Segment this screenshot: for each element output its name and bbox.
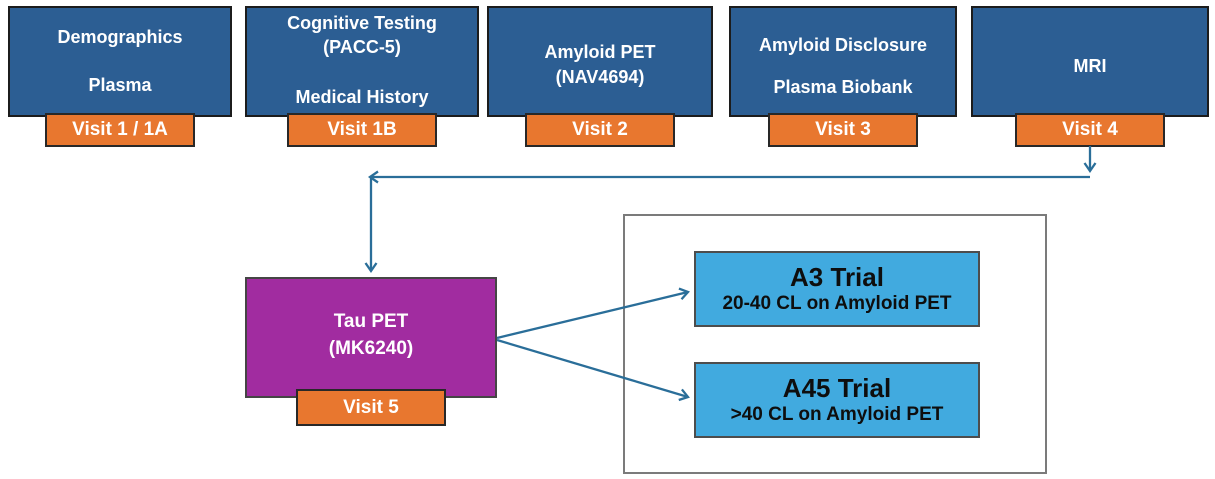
visit-box-cognitive-testing: Cognitive Testing (PACC-5) Medical Histo… bbox=[245, 6, 479, 147]
tau-pet-box: Tau PET (MK6240) Visit 5 bbox=[245, 277, 497, 426]
badge-visit-1b: Visit 1B bbox=[287, 113, 437, 147]
visit-box-mri: MRI Visit 4 bbox=[971, 6, 1209, 147]
a45-trial-box: A45 Trial >40 CL on Amyloid PET bbox=[694, 362, 980, 438]
box-text: Amyloid PET (NAV4694) bbox=[489, 8, 711, 115]
box-line: Tau PET bbox=[333, 310, 409, 332]
box-line: (MK6240) bbox=[328, 337, 414, 359]
trial-title: A45 Trial bbox=[782, 373, 892, 403]
trial-subtitle: >40 CL on Amyloid PET bbox=[730, 404, 944, 425]
box-text: Tau PET (MK6240) bbox=[247, 279, 495, 396]
trial-subtitle: 20-40 CL on Amyloid PET bbox=[722, 293, 952, 314]
box-text: Cognitive Testing (PACC-5) Medical Histo… bbox=[247, 8, 477, 115]
box-line: (PACC-5) bbox=[323, 36, 401, 57]
badge-visit-1-1a: Visit 1 / 1A bbox=[45, 113, 195, 147]
box-line: Cognitive Testing bbox=[287, 12, 437, 33]
visit-box-demographics-plasma: Demographics Plasma Visit 1 / 1A bbox=[8, 6, 232, 147]
badge-visit-2: Visit 2 bbox=[525, 113, 675, 147]
trial-title: A3 Trial bbox=[790, 262, 884, 292]
box-line: MRI bbox=[1073, 55, 1107, 76]
box-line: (NAV4694) bbox=[555, 67, 645, 87]
box-line: Plasma bbox=[88, 74, 152, 95]
box-line: Amyloid Disclosure bbox=[758, 34, 928, 55]
a3-trial-box: A3 Trial 20-40 CL on Amyloid PET bbox=[694, 251, 980, 327]
badge-visit-3: Visit 3 bbox=[768, 113, 918, 147]
box-text: Demographics Plasma bbox=[10, 8, 230, 115]
visit-box-amyloid-pet: Amyloid PET (NAV4694) Visit 2 bbox=[487, 6, 713, 147]
box-line: Amyloid PET bbox=[544, 42, 656, 62]
box-line: Medical History bbox=[295, 86, 429, 107]
badge-visit-5: Visit 5 bbox=[296, 389, 446, 426]
box-line: Plasma Biobank bbox=[773, 76, 913, 97]
box-text: MRI bbox=[973, 8, 1207, 115]
visit-box-amyloid-disclosure: Amyloid Disclosure Plasma Biobank Visit … bbox=[729, 6, 957, 147]
box-line: Demographics bbox=[57, 26, 183, 47]
badge-visit-4: Visit 4 bbox=[1015, 113, 1165, 147]
box-text: Amyloid Disclosure Plasma Biobank bbox=[731, 8, 955, 115]
